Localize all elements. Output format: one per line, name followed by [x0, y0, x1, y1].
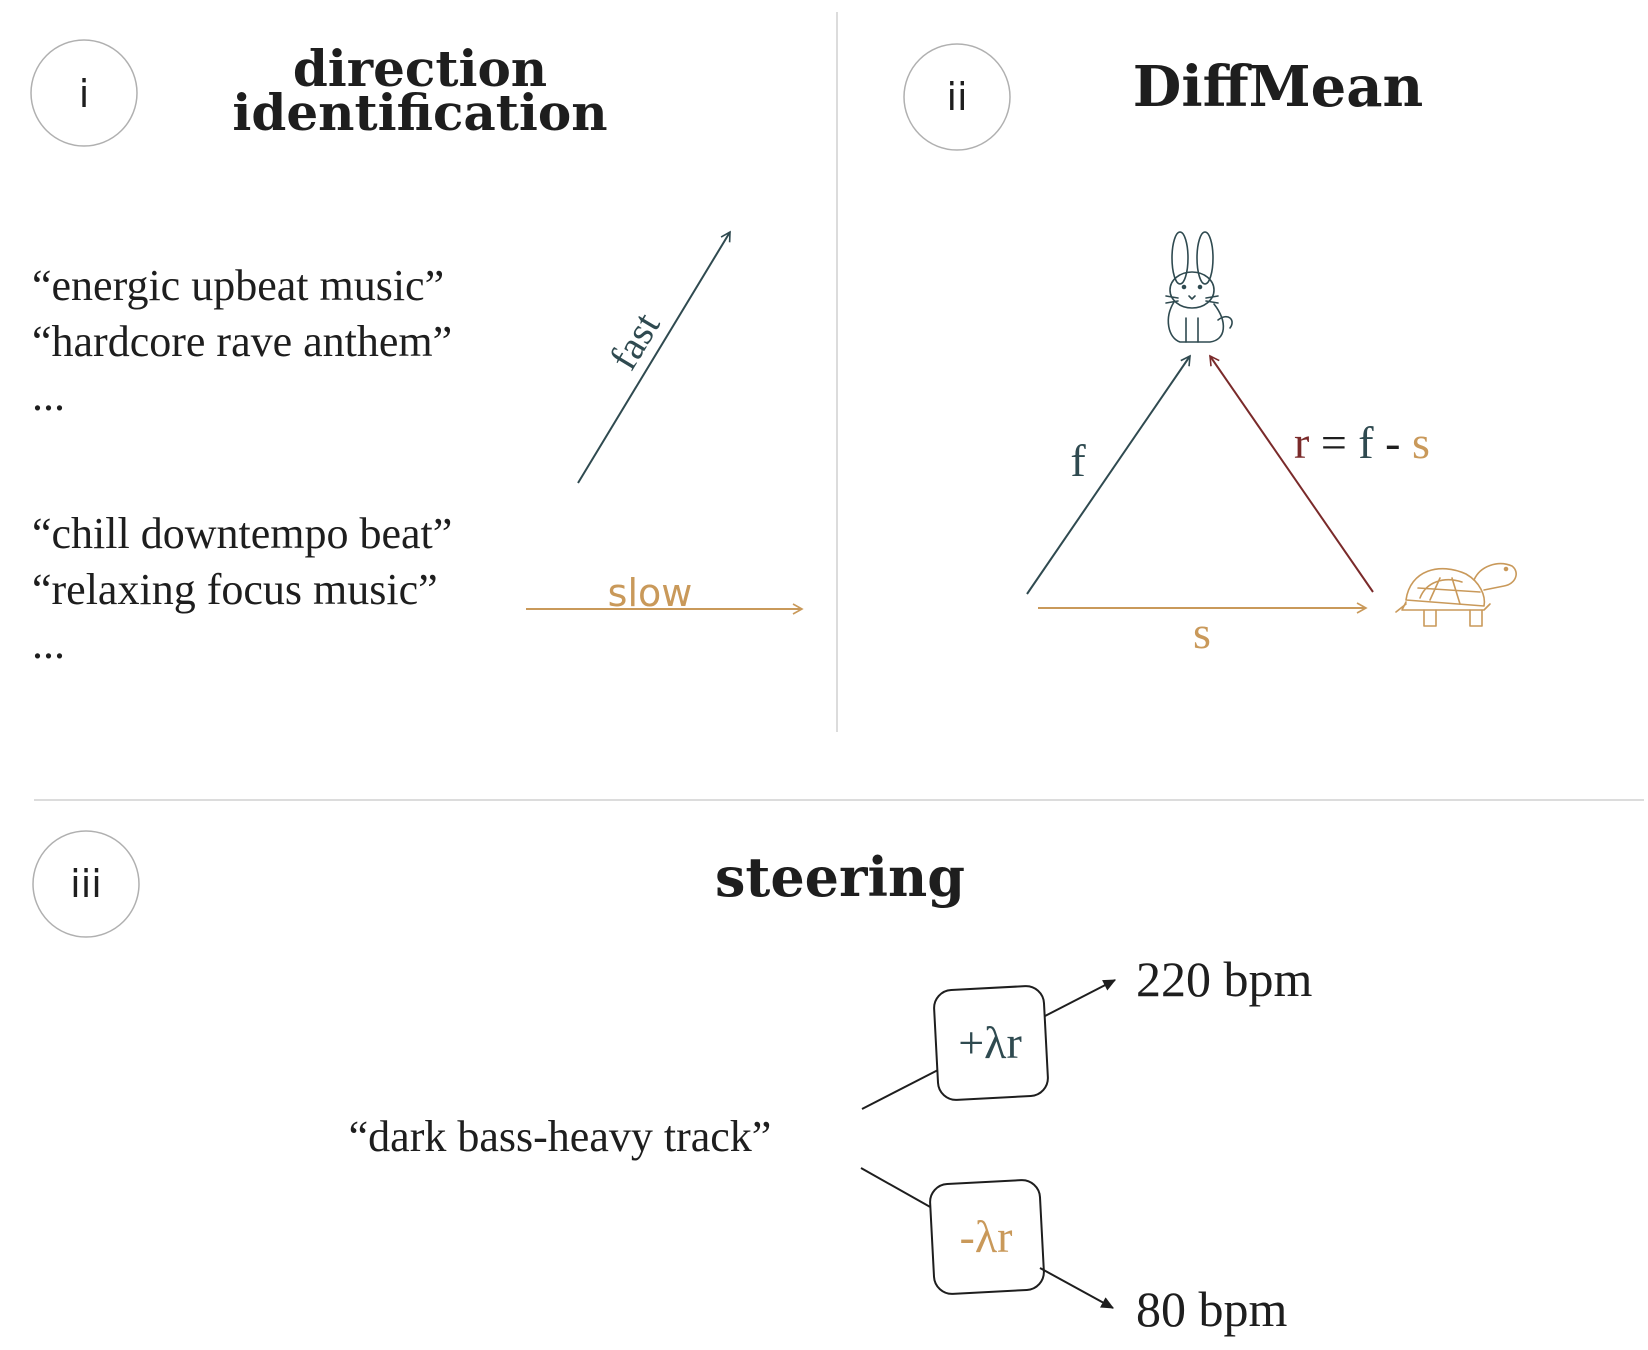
- panel-steering: iii steering “dark bass-heavy track” +λr…: [33, 831, 1313, 1337]
- fast-label: fast: [600, 305, 668, 378]
- r-formula-minus: -: [1374, 417, 1412, 468]
- panel-i-label: i: [79, 72, 90, 116]
- fast-direction-arrow: [578, 232, 730, 483]
- panel-diffmean: ii DiffMean f s: [904, 44, 1516, 658]
- slow-label: slow: [608, 571, 693, 615]
- panel-ii-label: ii: [946, 75, 967, 119]
- panel-direction-identification: i direction identification “energic upbe…: [31, 39, 802, 668]
- slow-prompt-ellipsis: ...: [32, 619, 65, 668]
- minus-branch-out: [1040, 1268, 1113, 1308]
- minus-steering-label: -λr: [960, 1211, 1013, 1262]
- r-formula-r: r: [1294, 417, 1309, 468]
- plus-branch-in: [862, 1070, 938, 1109]
- fast-prompt-2: “hardcore rave anthem”: [32, 317, 452, 366]
- fast-prompt-ellipsis: ...: [32, 371, 65, 420]
- slow-prompt-1: “chill downtempo beat”: [32, 509, 452, 558]
- minus-result: 80 bpm: [1136, 1281, 1288, 1337]
- r-formula-eq: =: [1309, 417, 1358, 468]
- f-vector-label: f: [1070, 435, 1086, 486]
- panel-iii-title: steering: [715, 845, 965, 909]
- steering-prompt: “dark bass-heavy track”: [349, 1112, 772, 1161]
- turtle-icon: [1396, 564, 1516, 626]
- s-vector-label: s: [1193, 607, 1211, 658]
- panel-iii-label: iii: [70, 862, 102, 906]
- plus-steering-label: +λr: [958, 1017, 1022, 1068]
- slow-prompt-2: “relaxing focus music”: [32, 565, 438, 614]
- r-formula: r = f - s: [1294, 417, 1430, 468]
- r-vector-arrow: [1210, 356, 1373, 592]
- r-formula-s: s: [1412, 417, 1430, 468]
- fast-prompt-1: “energic upbeat music”: [32, 261, 444, 310]
- plus-result: 220 bpm: [1136, 951, 1313, 1007]
- minus-branch-in: [861, 1168, 932, 1208]
- plus-branch-out: [1045, 980, 1115, 1016]
- rabbit-icon: [1166, 232, 1232, 342]
- r-formula-f: f: [1358, 417, 1374, 468]
- f-vector-arrow: [1027, 356, 1190, 594]
- panel-ii-title: DiffMean: [1133, 54, 1423, 120]
- panel-i-title-line2: identification: [232, 83, 607, 142]
